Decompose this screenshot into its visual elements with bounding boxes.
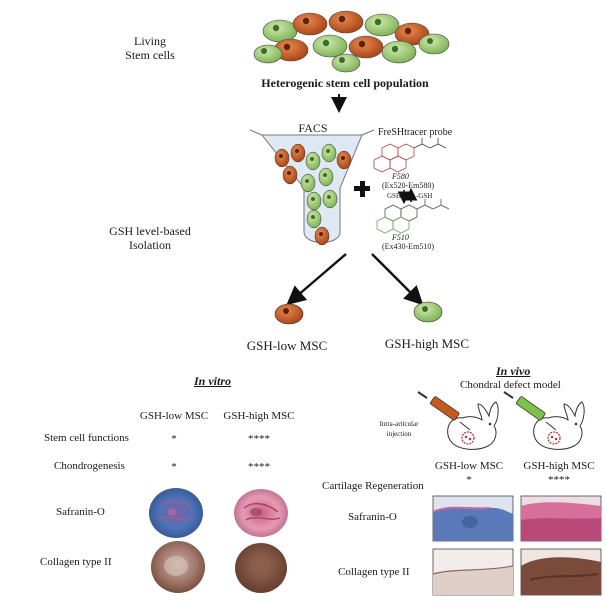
vitro-col-high: GSH-high MSC — [223, 410, 295, 422]
vitro-row-low: * — [171, 433, 177, 445]
vivo-col-low: GSH-low MSC — [434, 460, 504, 472]
vitro-safranin-high-image — [234, 489, 288, 537]
in-vitro-title: In vitro — [194, 374, 232, 388]
gsh-low-label: GSH-low MSC — [246, 338, 328, 353]
in-vivo-title: In vivo — [496, 364, 531, 378]
vivo-collagen-low-image — [432, 548, 514, 596]
gsh-low-cell — [274, 303, 304, 325]
in-vivo-subtitle: Chondral defect model — [460, 379, 561, 391]
isolation-label-2: Isolation — [129, 238, 171, 252]
living-label-1: Living — [134, 34, 166, 48]
vitro-row-low: * — [171, 461, 177, 473]
vivo-collagen-high-image — [520, 548, 602, 596]
vivo-safranin-label: Safranin-O — [348, 511, 397, 523]
f510-name: F510 — [392, 233, 409, 242]
gsh-high-cell — [413, 301, 443, 323]
vitro-collagen-low-image — [151, 541, 205, 593]
heterogenic-cell-cluster — [253, 10, 450, 73]
funnel-cells — [274, 143, 352, 246]
gsh-removed-label: -GSH — [416, 192, 433, 200]
gsh-reactant-label: GSH — [387, 192, 402, 200]
f580-name: F580 — [392, 172, 409, 181]
vitro-row-label: Stem cell functions — [44, 432, 129, 444]
syringe-low-icon — [417, 391, 471, 431]
vitro-collagen-label: Collagen type II — [40, 556, 112, 568]
living-label-2: Stem cells — [125, 48, 175, 62]
molecule-f510 — [376, 199, 450, 234]
population-label: Heterogenic stem cell population — [261, 76, 429, 90]
vitro-row-high: **** — [248, 433, 270, 445]
regen-label: Cartilage Regeneration — [322, 480, 424, 492]
vivo-safranin-low-image — [432, 495, 514, 542]
syringe-high-icon — [503, 391, 557, 431]
rabbit-low-icon — [447, 401, 499, 450]
arrow-to-low — [286, 253, 347, 306]
probe-label: FreSHtracer probe — [378, 127, 453, 138]
arrow-to-high — [371, 253, 424, 306]
vitro-safranin-label: Safranin-O — [56, 506, 105, 518]
f510-ex: (Ex430-Em510) — [382, 242, 434, 251]
vitro-safranin-low-image — [149, 488, 203, 538]
plus-icon — [359, 180, 365, 197]
injection-label-2: injection — [386, 430, 412, 438]
facs-label: FACS — [298, 121, 328, 135]
regen-low: * — [466, 474, 472, 486]
vitro-collagen-high-image — [235, 543, 287, 593]
vitro-col-low: GSH-low MSC — [139, 410, 209, 422]
injection-label-1: Intra-articular — [379, 420, 419, 428]
vitro-row-high: **** — [248, 461, 270, 473]
regen-high: **** — [548, 474, 570, 486]
vitro-row-label: Chondrogenesis — [54, 460, 125, 472]
vivo-col-high: GSH-high MSC — [523, 460, 595, 472]
cell-cluster-cells — [253, 10, 450, 73]
gsh-high-label: GSH-high MSC — [384, 336, 470, 351]
isolation-label-1: GSH level-based — [109, 224, 191, 238]
molecule-f580 — [373, 138, 447, 173]
vivo-collagen-label: Collagen type II — [338, 566, 410, 578]
vivo-safranin-high-image — [520, 495, 602, 542]
f580-ex: (Ex520-Em580) — [382, 181, 434, 190]
rabbit-high-icon — [533, 401, 585, 450]
